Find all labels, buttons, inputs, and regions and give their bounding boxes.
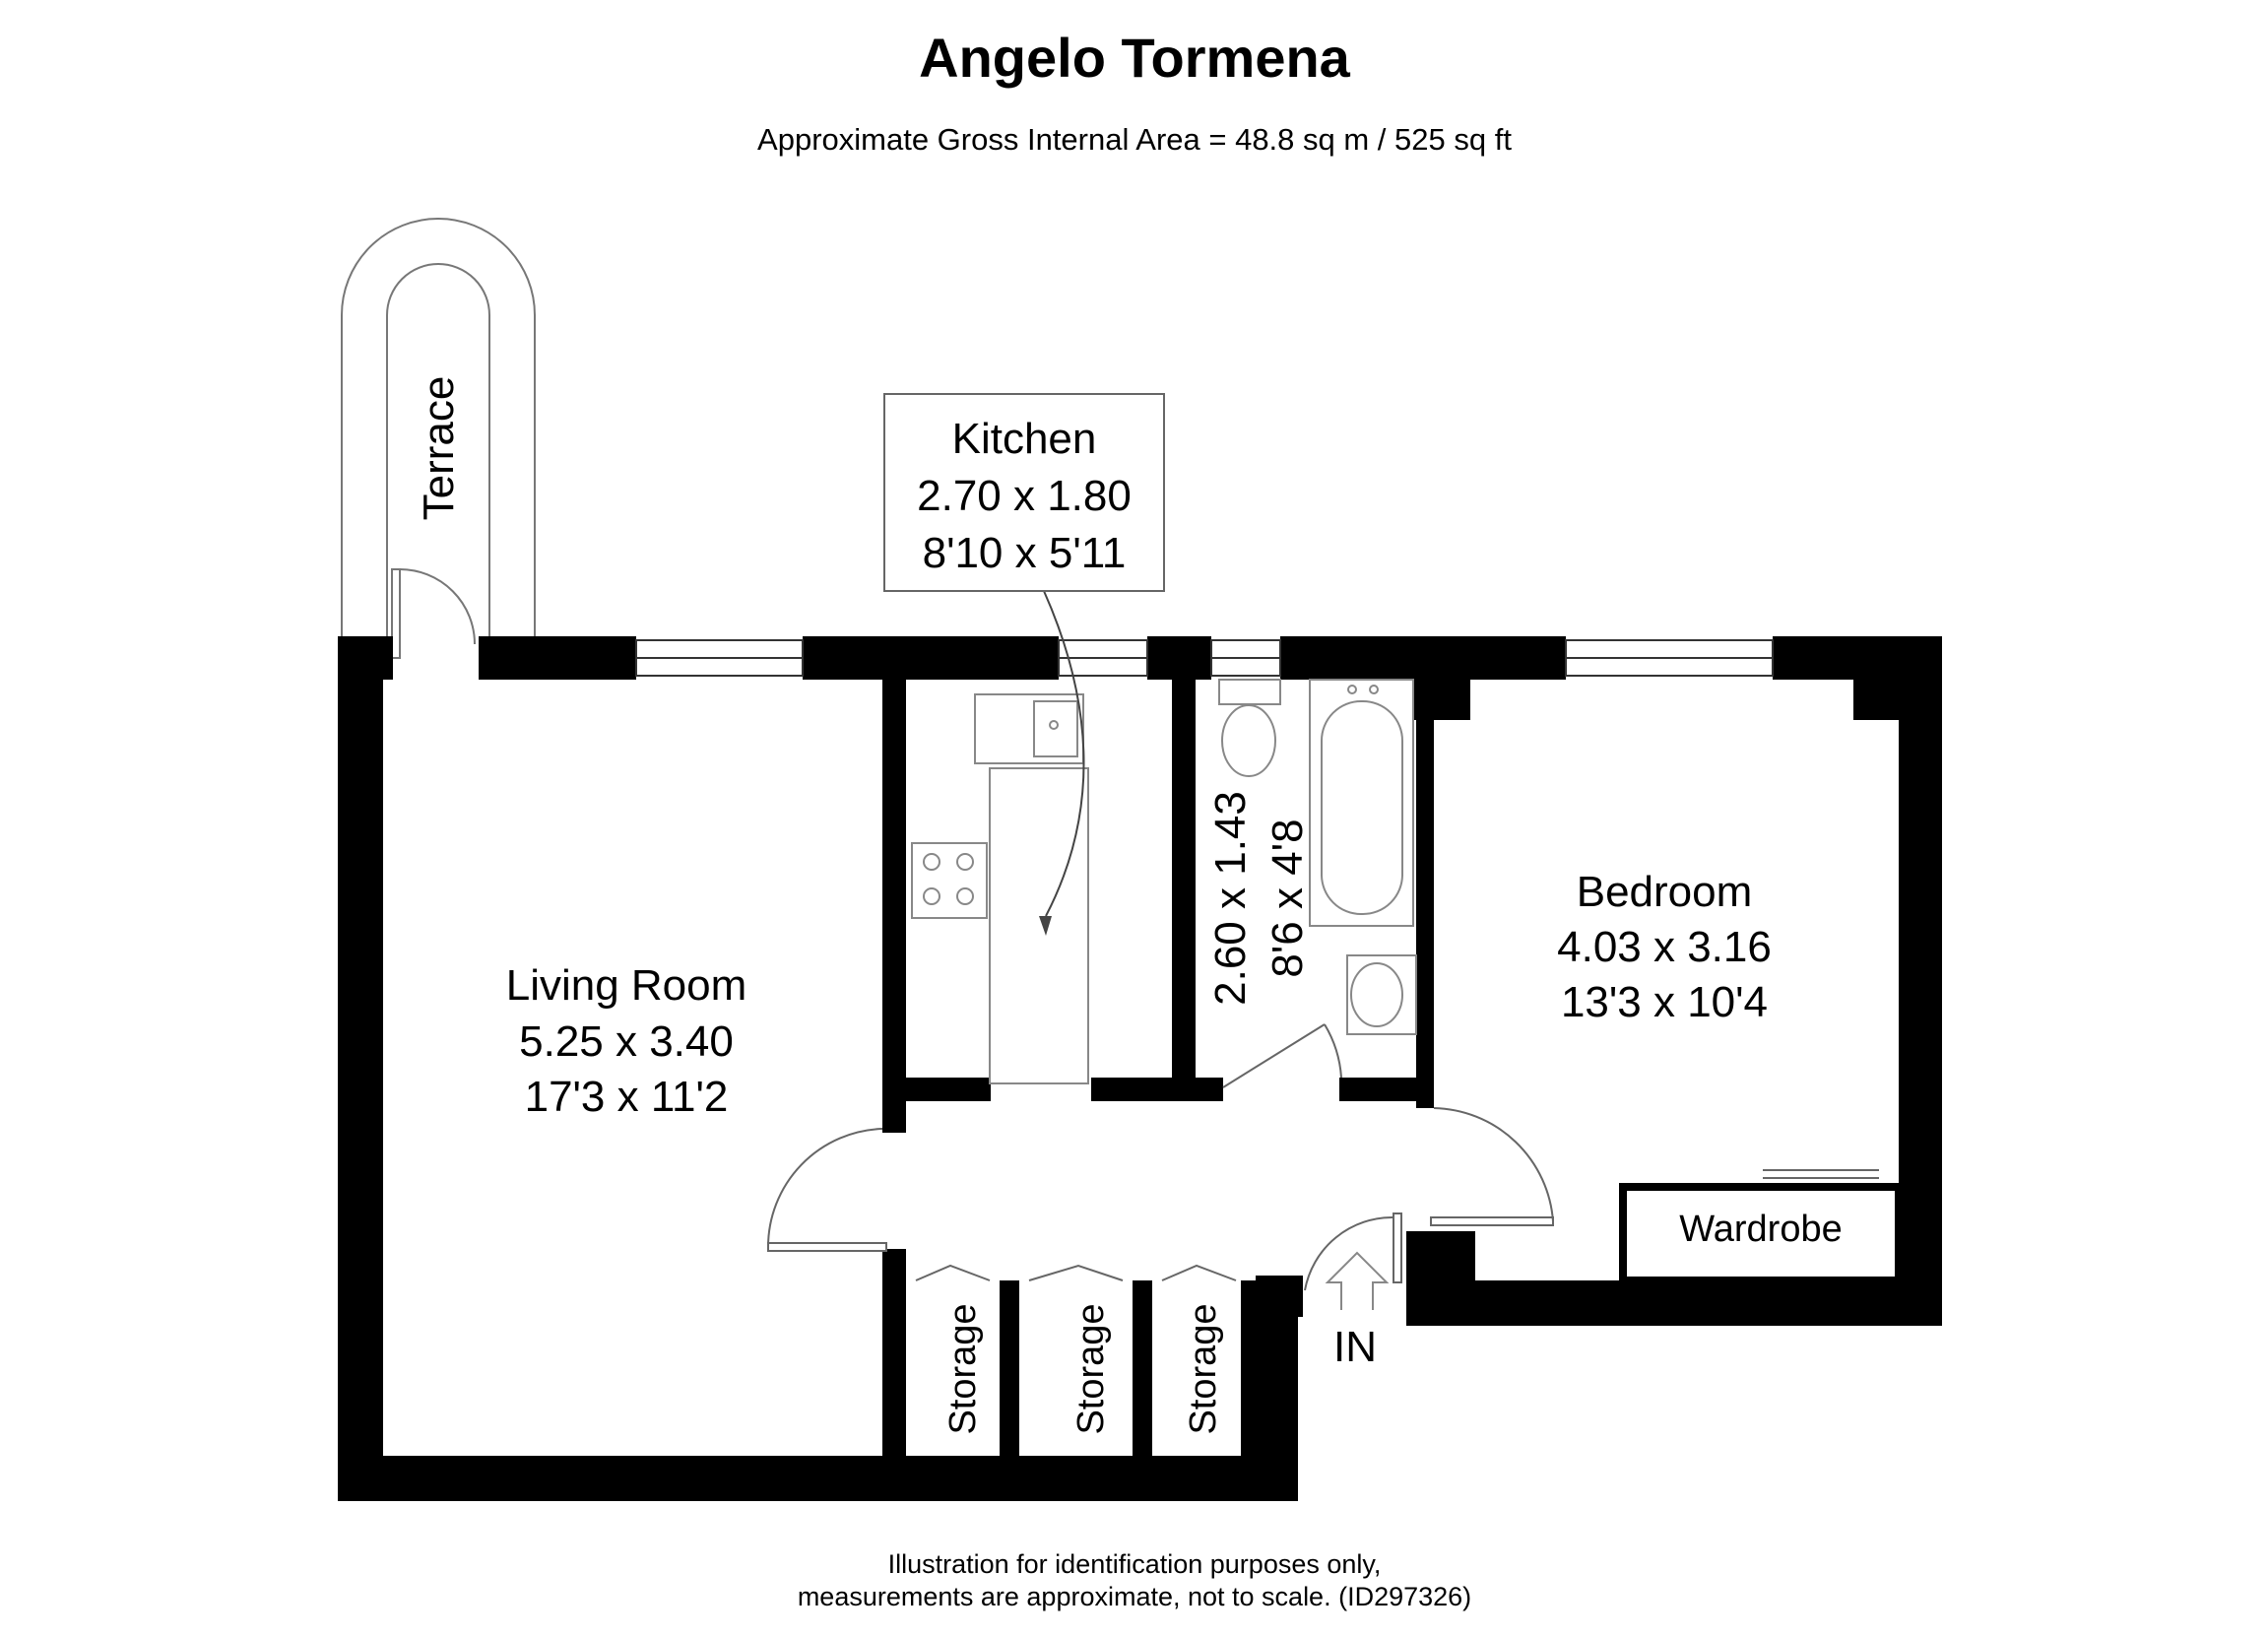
storage-label-1: Storage [942, 1303, 984, 1434]
windows [635, 639, 1774, 677]
kitchen-name: Kitchen [952, 415, 1097, 463]
kitchen-pointer-arrowhead [1039, 916, 1052, 936]
wardrobe [1619, 1183, 1903, 1284]
footer-line-2: measurements are approximate, not to sca… [798, 1582, 1471, 1611]
living-room-metric: 5.25 x 3.40 [519, 1017, 734, 1066]
bathtub [1309, 679, 1414, 927]
living-room-imperial: 17'3 x 11'2 [525, 1073, 729, 1121]
walls [338, 636, 1942, 1501]
entrance-arrow-icon [1325, 1251, 1390, 1310]
kitchen-imperial: 8'10 x 5'11 [923, 529, 1127, 577]
doors[interactable] [767, 1023, 1554, 1291]
terrace-outline [341, 218, 536, 640]
entrance-label: IN [1333, 1323, 1377, 1371]
bedroom-name: Bedroom [1577, 868, 1753, 916]
bathroom-metric: 2.60 x 1.43 [1206, 791, 1255, 1006]
hob [911, 842, 988, 919]
counter [989, 767, 1089, 1084]
wardrobe-doors[interactable] [1763, 1169, 1879, 1179]
kitchen-fixtures [911, 693, 1089, 1084]
terrace-label: Terrace [415, 376, 463, 521]
footer-line-1: Illustration for identification purposes… [888, 1549, 1382, 1579]
bedroom-imperial: 13'3 x 10'4 [1561, 978, 1768, 1026]
basin [1346, 954, 1417, 1035]
bathroom-imperial: 8'6 x 4'8 [1264, 819, 1312, 977]
storage-label-2: Storage [1070, 1303, 1112, 1434]
bedroom-metric: 4.03 x 3.16 [1557, 923, 1772, 971]
plan-title: Angelo Tormena [919, 27, 1351, 89]
wardrobe-label: Wardrobe [1679, 1209, 1842, 1250]
gross-area-subtitle: Approximate Gross Internal Area = 48.8 s… [757, 122, 1512, 157]
toilet-cistern [1218, 679, 1281, 705]
terrace-door[interactable] [391, 568, 476, 659]
sink [974, 693, 1084, 764]
kitchen-metric: 2.70 x 1.80 [917, 472, 1132, 520]
kitchen-label-box [883, 393, 1165, 592]
kitchen-pointer-arrow [1043, 590, 1085, 917]
living-room-name: Living Room [506, 961, 747, 1010]
bathroom-fixtures [1218, 679, 1417, 1035]
storage-label-3: Storage [1183, 1303, 1224, 1434]
toilet-bowl [1221, 704, 1276, 777]
